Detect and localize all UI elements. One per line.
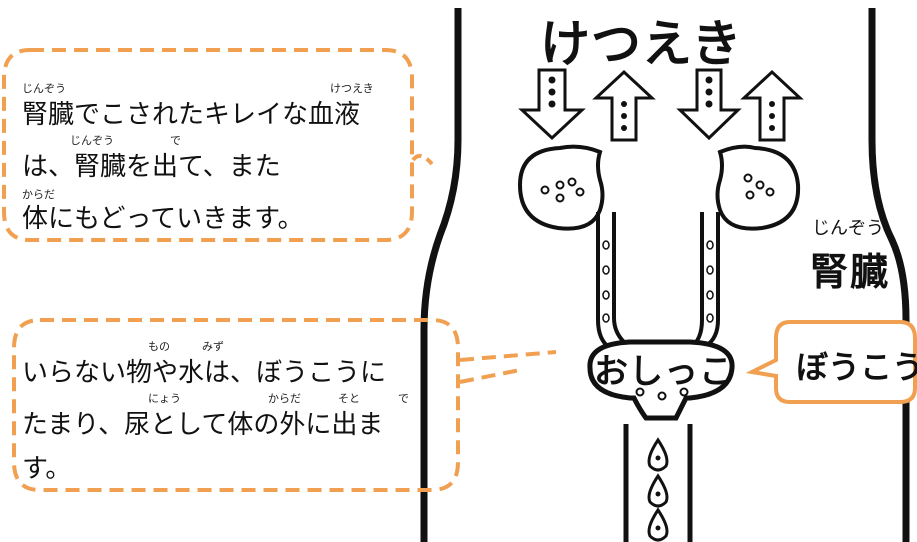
bladder-shape xyxy=(587,339,735,421)
bladder-label-box xyxy=(745,320,917,404)
urine-drop-dots xyxy=(655,455,661,531)
furigana-outside: そと xyxy=(338,392,360,405)
kidney-left-dots xyxy=(540,177,585,203)
arrow-dots xyxy=(548,76,775,131)
furigana-blood: けつえき xyxy=(330,82,374,95)
furigana-exit-2: で xyxy=(398,392,409,405)
bottom-text-line-1: いらない物や水は、ぼうこうに xyxy=(22,358,387,388)
top-text-line-1: 腎臓でこされたキレイな血液 xyxy=(22,100,361,130)
bladder-inner-text: おしっこ xyxy=(594,352,734,392)
furigana-thing: もの xyxy=(148,340,170,353)
furigana-water: みず xyxy=(202,340,224,353)
top-text-line-2: は、腎臓を出て、また xyxy=(22,152,281,182)
kidney-right-dots xyxy=(743,173,775,200)
body-outline-left xyxy=(420,8,462,542)
urethra xyxy=(623,424,693,542)
furigana-kidney-1: じんぞう xyxy=(22,82,66,95)
ureter-right xyxy=(688,212,720,350)
furigana-body-2: からだ xyxy=(268,392,301,405)
body-outline-right xyxy=(868,8,910,542)
pointer-bottom xyxy=(459,350,557,384)
ureter-drops xyxy=(602,240,714,323)
furigana-urine: にょう xyxy=(148,392,181,405)
furigana-kidney-2: じんぞう xyxy=(70,134,114,147)
bladder-label: ぼうこう xyxy=(796,348,917,386)
bottom-text-line-2: たまり、尿として体の外に出ま xyxy=(22,410,384,440)
urine-drops xyxy=(647,437,669,542)
text-box-bottom xyxy=(12,318,460,492)
bladder-dots xyxy=(635,387,689,401)
furigana-body: からだ xyxy=(22,188,55,201)
kidney-label: 腎臓 xyxy=(810,250,891,294)
furigana-exit: で xyxy=(170,134,181,147)
top-text-line-3: 体にもどっていきます。 xyxy=(22,204,304,234)
pointer-top xyxy=(411,153,434,166)
bottom-text-line-3: す。 xyxy=(22,454,72,484)
ureter-left xyxy=(596,212,626,350)
title-blood: けつえき xyxy=(540,15,743,73)
kidney-furigana: じんぞう xyxy=(812,218,884,239)
text-box-top xyxy=(2,48,414,242)
